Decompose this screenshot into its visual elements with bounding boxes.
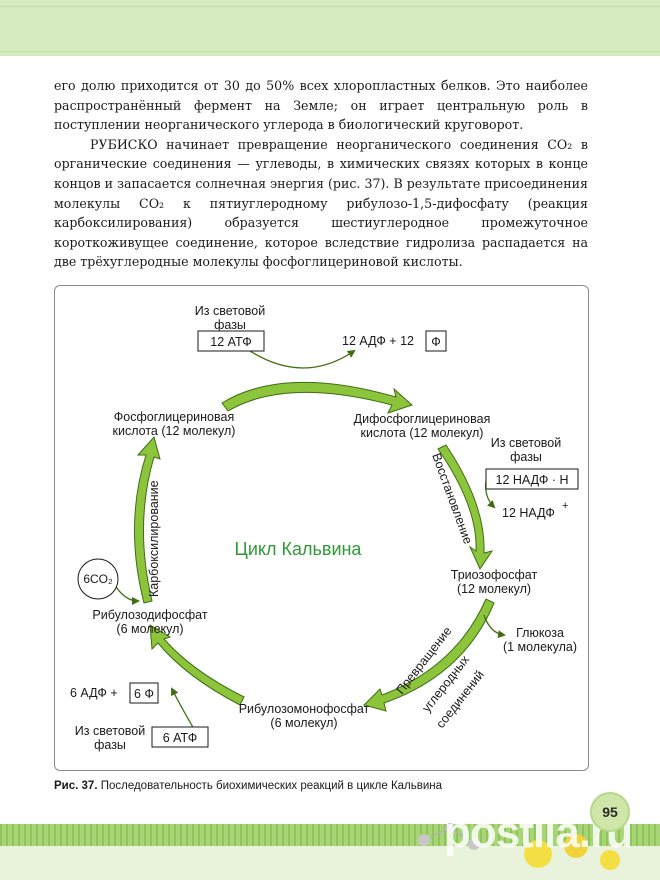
rmp-label-line1: Рибулозомонофосфат bbox=[239, 702, 370, 716]
calvin-cycle-diagram: Из световой фазы 12 АТФ 12 АДФ + 12 Ф Фо… bbox=[54, 285, 588, 771]
arrow-pga-to-bpga bbox=[222, 382, 412, 413]
paragraph-1: его долю приходится от 30 до 50% всех хл… bbox=[54, 76, 588, 135]
glucose-label-line1: Глюкоза bbox=[516, 626, 564, 640]
bottom-product-label: 6 АДФ + bbox=[70, 686, 118, 700]
pga-label-line1: Фосфоглицериновая bbox=[114, 410, 234, 424]
right-source-line2: фазы bbox=[510, 450, 542, 464]
bottom-atp-label: 6 АТФ bbox=[163, 731, 198, 745]
co2-label: 6CO₂ bbox=[83, 572, 113, 586]
caption-text: Последовательность биохимических реакций… bbox=[98, 780, 443, 792]
nadp-label: 12 НАДФ bbox=[502, 506, 555, 520]
right-source-line1: Из световой bbox=[491, 436, 561, 450]
top-band-lines bbox=[0, 6, 660, 52]
caption-label: Рис. 37. bbox=[54, 780, 98, 792]
bpga-label-line2: кислота (12 молекул) bbox=[361, 426, 484, 440]
triose-label-line2: (12 молекул) bbox=[457, 582, 531, 596]
body-text: его долю приходится от 30 до 50% всех хл… bbox=[54, 76, 588, 272]
bottom-phosphate-label: 6 Ф bbox=[134, 687, 154, 701]
top-phosphate-label: Ф bbox=[431, 335, 441, 349]
top-product-label: 12 АДФ + 12 bbox=[342, 334, 414, 348]
page-number: 95 bbox=[590, 792, 630, 832]
bpga-label-line1: Дифосфоглицериновая bbox=[354, 412, 491, 426]
paragraph-2: РУБИСКО начинает превращение неорганичес… bbox=[54, 135, 588, 272]
top-color-band bbox=[0, 0, 660, 56]
top-atp-label: 12 АТФ bbox=[210, 335, 251, 349]
diagram-title: Цикл Кальвина bbox=[235, 539, 363, 559]
arrow-rmp-to-rdp bbox=[150, 625, 244, 705]
arrow-bottom-atp bbox=[172, 689, 194, 729]
pga-label-line2: кислота (12 молекул) bbox=[113, 424, 236, 438]
nadp-charge: + bbox=[562, 500, 568, 512]
arrow-top-atp bbox=[250, 351, 354, 368]
carboxylation-label: Карбоксилирование bbox=[147, 480, 161, 597]
glucose-label-line2: (1 молекула) bbox=[503, 640, 577, 654]
bottom-source-line1: Из световой bbox=[75, 724, 145, 738]
triose-label-line1: Триозофосфат bbox=[451, 568, 538, 582]
top-source-line2: фазы bbox=[214, 318, 246, 332]
rmp-label-line2: (6 молекул) bbox=[270, 716, 337, 730]
top-source-line1: Из световой bbox=[195, 304, 265, 318]
rdp-label-line1: Рибулозодифосфат bbox=[92, 608, 207, 622]
rdp-label-line2: (6 молекул) bbox=[116, 622, 183, 636]
arrow-co2 bbox=[116, 587, 138, 601]
nadph-label: 12 НАДФ · Н bbox=[496, 473, 569, 487]
bottom-source-line2: фазы bbox=[94, 738, 126, 752]
figure-caption: Рис. 37. Последовательность биохимически… bbox=[54, 780, 594, 792]
